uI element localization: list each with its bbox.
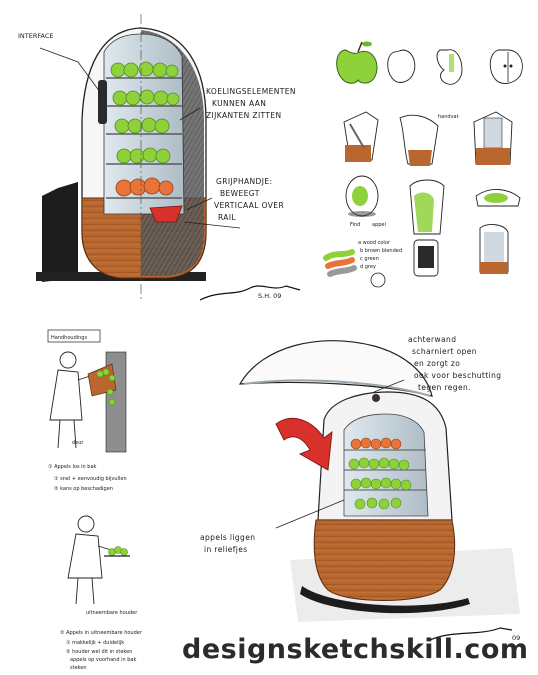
legend-1: a wood color	[358, 240, 391, 246]
rotate-arrow-icon	[275, 417, 333, 471]
floor-shadow	[42, 182, 78, 282]
annotation-interface: INTERFACE	[18, 32, 54, 40]
person-scene-2	[67, 515, 119, 605]
sketch-note-2: appel	[372, 222, 386, 228]
annotation-back-4: ook voor beschutting	[414, 371, 501, 380]
holder-apples	[108, 546, 128, 556]
concept-thumbnails-row1	[343, 111, 513, 166]
annotation-apples-1: appels liggen	[200, 533, 255, 542]
annotation-handle-4: RAIL	[218, 213, 236, 222]
step2-title: ② Appels in uitneembare houder	[60, 630, 143, 636]
signature-top: S.H. 09	[199, 285, 301, 301]
render-hinge	[372, 394, 380, 402]
annotation-back-2: scharniert open	[412, 347, 477, 356]
annotation-apples-2: in reliefjes	[204, 545, 248, 554]
person-scene-1	[49, 351, 103, 449]
render-wood-base	[313, 519, 456, 601]
signature-bottom: 09	[429, 627, 520, 642]
step1-title: ① Appels los in bak	[48, 464, 97, 470]
shelves	[106, 77, 182, 199]
green-apple-rows	[110, 61, 180, 164]
apple-studies	[336, 41, 523, 85]
annotation-handle-3: VERTICAAL OVER	[214, 201, 284, 210]
watermark-text: designsketchskill.com	[182, 634, 529, 665]
annotation-cooling-2: KUNNEN AAN	[212, 99, 266, 108]
annotation-back-3: en zorgt zo	[414, 359, 460, 368]
color-swatches	[323, 249, 386, 288]
orange-fruit-row	[115, 177, 174, 197]
leader-lines-top	[39, 47, 241, 229]
label-deur: deur	[72, 440, 84, 446]
svg-text:09: 09	[512, 634, 520, 642]
usage-storyboard: Handhoudings deur ① Appels los in bak ① …	[47, 329, 143, 671]
crate-apples	[96, 368, 116, 406]
concept-thumbnails-row3	[413, 224, 509, 277]
label-holder: uitneembare houder	[86, 610, 138, 616]
annotation-handle-2: BEWEEGT	[220, 189, 260, 198]
annotation-handle-1: GRIJPHANDJE:	[216, 177, 272, 186]
annotation-back-1: achterwand	[408, 335, 456, 344]
legend-2: b brown blended	[360, 248, 402, 254]
render-open-lid	[238, 340, 433, 397]
render-green-apples	[348, 457, 412, 510]
sketch-note-1: Find	[350, 222, 360, 228]
annotation-cooling-1: KOELINGSELEMENTEN	[206, 87, 296, 96]
step2-sub2: ② houder wel dit in steken	[66, 649, 132, 655]
apple-green	[336, 49, 378, 84]
step2-sub1: ① makkelijk + duidelijk	[66, 640, 124, 646]
annotation-back-5: tegen regen.	[418, 383, 471, 392]
step2-sub4: steken	[70, 665, 87, 671]
storyboard-title: Handhoudings	[51, 335, 87, 341]
main-fridge-sketch	[36, 14, 207, 300]
open-fridge-render	[238, 340, 520, 622]
render-orange-fruit	[350, 437, 402, 450]
legend-4: d grey	[360, 264, 376, 270]
step1-sub1: ① snel + eenvoudig bijvullen	[54, 476, 127, 482]
interface-panel	[98, 80, 107, 124]
step2-sub3: appels op voorhand in bak	[70, 657, 136, 663]
concept-thumbnails-row2	[345, 175, 521, 235]
annotation-cooling-3: ZIJKANTEN ZITTEN	[206, 111, 282, 120]
leader-lines-bottom	[275, 379, 405, 529]
ground-shadow	[300, 586, 470, 614]
step1-sub2: ② kans op beschadigen	[54, 486, 113, 492]
red-handle	[149, 205, 183, 223]
apple-outline	[387, 49, 416, 83]
thumbnail-note: handvat	[438, 114, 459, 120]
svg-text:S.H. 09: S.H. 09	[258, 292, 281, 300]
render-shelves	[344, 449, 426, 491]
legend-3: c green	[360, 256, 379, 262]
